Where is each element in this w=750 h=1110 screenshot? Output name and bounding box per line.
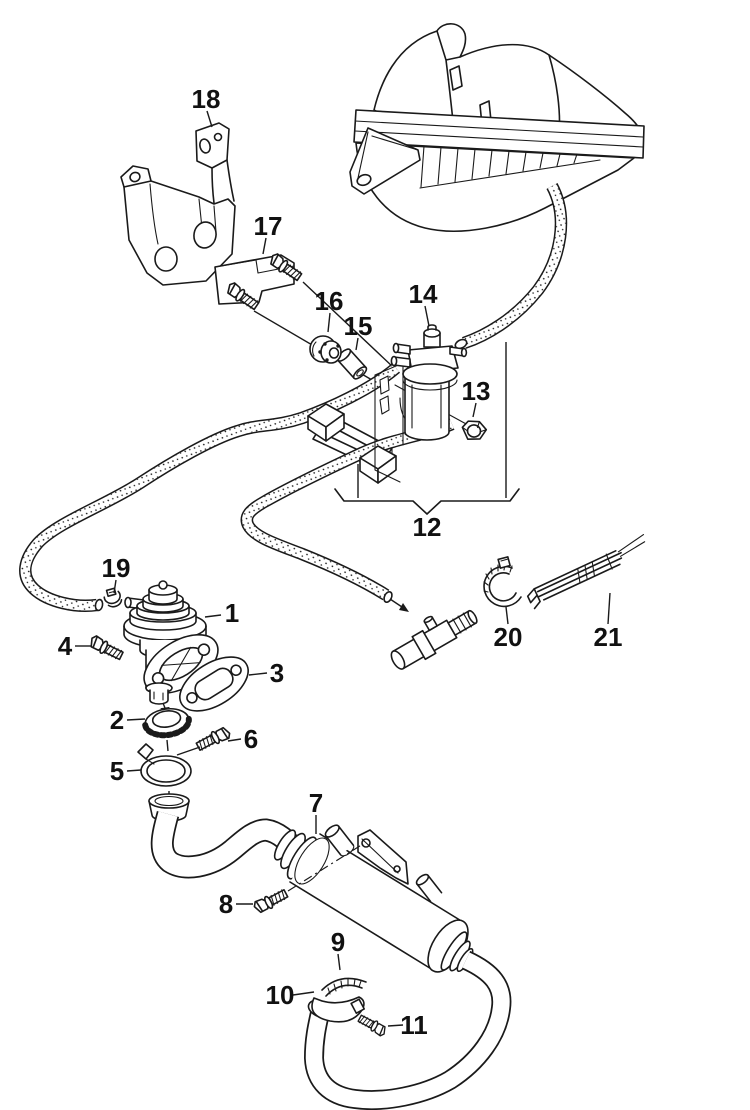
callout-label[interactable]: 4 [58,631,73,661]
callout-leader-line [113,579,117,594]
hose-clip [103,587,123,608]
flange-bolt [87,633,126,663]
callout-12-hose-bracket-assembly[interactable]: 12 [413,512,442,542]
callout-10-coupling-clamp-lower[interactable]: 10 [266,980,315,1010]
spring-band-clamp [483,556,522,608]
callout-label[interactable]: 2 [110,705,124,735]
cooler-stub-front [324,824,355,857]
air-cleaner-ribs [420,145,578,188]
callout-1-egr-valve[interactable]: 1 [204,598,239,628]
callout-label[interactable]: 6 [244,724,258,754]
callout-label[interactable]: 18 [192,84,221,114]
callout-leader-line [387,1024,404,1027]
egr-elbow-pipe [150,810,310,879]
pipe-clamp [137,743,192,787]
cooler-bolt [251,843,364,916]
callout-5-pipe-clamp[interactable]: 5 [110,756,142,786]
callout-label[interactable]: 13 [462,376,491,406]
callout-label[interactable]: 11 [400,1010,428,1040]
callout-leader-line [337,953,341,971]
callout-2-toothed-ring[interactable]: 2 [110,705,146,735]
coupling-bolt [356,1012,389,1038]
callout-label[interactable]: 21 [594,622,623,652]
callout-leader-line [424,305,430,327]
callout-label[interactable]: 8 [219,889,233,919]
coupling-clamp-lower [311,996,366,1023]
callout-leader-line [327,312,331,333]
air-cleaner-housing [349,23,645,233]
callout-13-hex-nut[interactable]: 13 [462,376,491,418]
coupling-clamp-upper [321,977,367,997]
callout-7-egr-cooler[interactable]: 7 [309,788,323,834]
callout-label[interactable]: 3 [270,658,284,688]
callout-18-mounting-bracket[interactable]: 18 [192,84,221,128]
callout-label[interactable]: 17 [254,211,283,241]
toothed-ring [142,707,192,739]
cooler-stub-rear [415,873,443,903]
callout-8-cooler-bolt[interactable]: 8 [219,889,253,919]
callout-label[interactable]: 19 [102,553,131,583]
callout-leader-line [262,237,267,255]
callout-label[interactable]: 14 [409,279,438,309]
callout-label[interactable]: 7 [309,788,323,818]
hose-clip-block-lower [359,445,397,484]
callout-label[interactable]: 5 [110,756,124,786]
callout-label[interactable]: 10 [266,980,295,1010]
callout-leader-line [126,769,142,772]
callout-label[interactable]: 15 [344,311,373,341]
connector-fitting [390,609,478,670]
vacuum-control-valve [390,324,468,441]
callout-leader-line [126,718,146,721]
hose-clip-block-upper [307,403,345,442]
callout-leader-line [607,592,611,625]
callout-label[interactable]: 9 [331,927,345,957]
callout-21-cable-tie-set[interactable]: 21 [594,592,623,652]
clamp-bolt [176,724,233,756]
egr-cooler [273,824,474,973]
callout-3-flange-gasket[interactable]: 3 [248,658,284,688]
callout-17-stud-plate[interactable]: 17 [254,211,283,255]
bracket-brace [334,342,520,515]
callout-6-clamp-bolt[interactable]: 6 [227,724,258,754]
hex-nut [461,420,488,441]
callout-label[interactable]: 16 [315,286,344,316]
callout-label[interactable]: 12 [413,512,442,542]
callout-label[interactable]: 1 [225,598,239,628]
flange-gasket [179,656,249,712]
callout-4-flange-bolt[interactable]: 4 [58,631,91,661]
grommet [309,335,342,364]
cable-tie-set [526,534,646,610]
callout-19-hose-clip[interactable]: 19 [102,553,131,594]
callout-16-grommet[interactable]: 16 [315,286,344,333]
callout-leader-line [204,614,222,618]
callout-leader-line [248,672,268,676]
callout-label[interactable]: 20 [494,622,523,652]
vacuum-hose-air-cleaner [454,183,568,350]
callout-leader-line [472,402,477,418]
cooler-bracket [357,829,409,885]
mounting-bracket [120,122,236,286]
callout-20-spring-band-clamp[interactable]: 20 [494,606,523,652]
callout-14-vacuum-control-valve[interactable]: 14 [409,279,438,327]
callout-11-coupling-bolt[interactable]: 11 [387,1010,428,1040]
callout-leader-line [227,738,242,742]
callout-leader-line [355,337,359,351]
stud-plate [214,251,305,313]
callout-leader-line [206,110,213,128]
vacuum-hose-long [19,363,401,612]
callout-leader-line [292,991,315,996]
callout-leader-line [505,606,509,625]
callout-9-coupling-clamp-upper[interactable]: 9 [331,927,345,971]
flow-arrow [389,598,409,612]
callout-15-rubber-bushing[interactable]: 15 [344,311,373,351]
